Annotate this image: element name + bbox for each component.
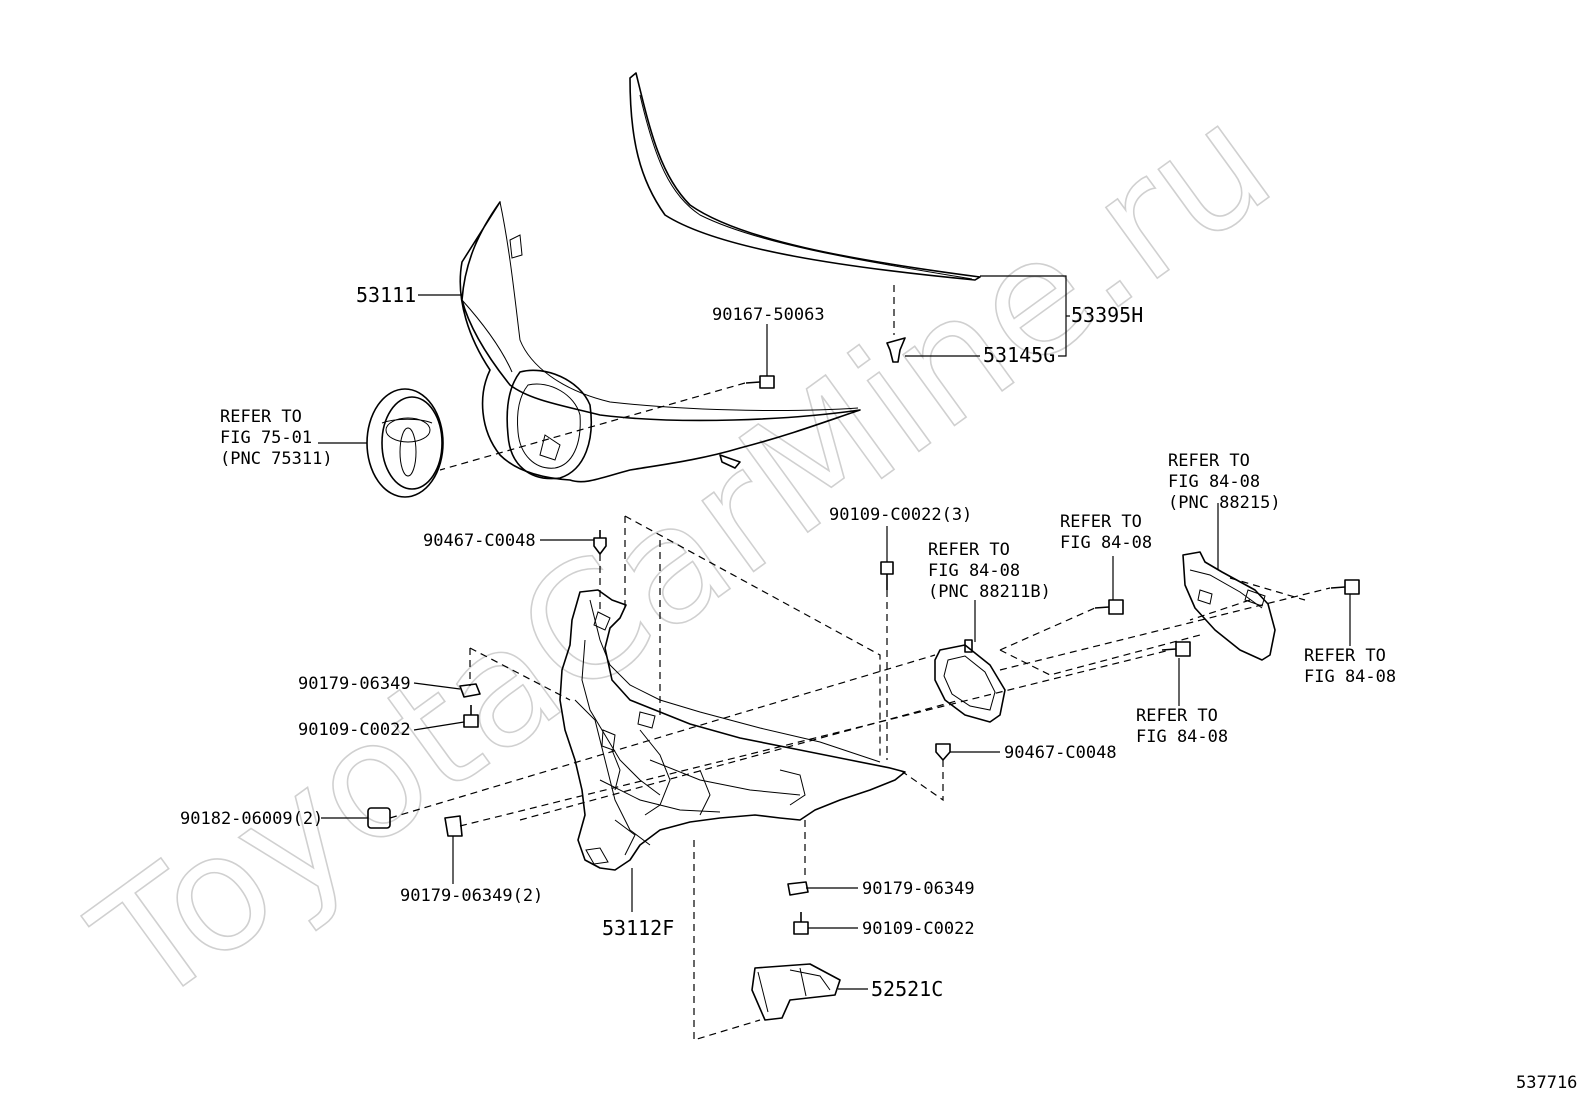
- label-bolt-ref-a-2: FIG 84-08: [1060, 533, 1152, 553]
- hood-garnish: [459, 201, 861, 483]
- label-53395h: 53395H: [1071, 303, 1143, 327]
- label-90109-c0022-3: 90109-C0022(3): [829, 505, 972, 525]
- label-emblem-ref-3: (PNC 75311): [220, 449, 333, 469]
- label-90109-c0022-left: 90109-C0022: [298, 720, 411, 740]
- label-sensor-ref-3: (PNC 88211B): [928, 582, 1051, 602]
- spacer: [751, 963, 841, 1021]
- emblem: [366, 388, 444, 498]
- label-bracket-ref-2: FIG 84-08: [1168, 472, 1260, 492]
- label-90179-06349-left: 90179-06349: [298, 674, 411, 694]
- assembly-lines: [389, 285, 1331, 1041]
- fasteners: [367, 337, 1360, 935]
- label-53112f: 53112F: [602, 916, 674, 940]
- watermark: ToyotaCarMine.ru: [62, 68, 1304, 1041]
- label-bolt-ref-a-1: REFER TO: [1060, 512, 1142, 532]
- label-bolt-ref-c-1: REFER TO: [1304, 646, 1386, 666]
- leader-lines: [318, 275, 1351, 990]
- molding-strip: [629, 72, 981, 281]
- label-bolt-ref-b-2: FIG 84-08: [1136, 727, 1228, 747]
- label-90109-c0022-bottom: 90109-C0022: [862, 919, 975, 939]
- label-bolt-ref-c-2: FIG 84-08: [1304, 667, 1396, 687]
- label-sensor-ref-2: FIG 84-08: [928, 561, 1020, 581]
- label-90182-06009-2: 90182-06009(2): [180, 809, 323, 829]
- label-bracket-ref-1: REFER TO: [1168, 451, 1250, 471]
- label-emblem-ref-1: REFER TO: [220, 407, 302, 427]
- label-90167-50063: 90167-50063: [712, 305, 825, 325]
- label-53145g: 53145G: [983, 343, 1055, 367]
- label-sensor-ref-1: REFER TO: [928, 540, 1010, 560]
- label-emblem-ref-2: FIG 75-01: [220, 428, 312, 448]
- label-90179-06349-2: 90179-06349(2): [400, 886, 543, 906]
- callout-labels: 53111 53395H 53145G 90167-50063 REFER TO…: [180, 283, 1577, 1093]
- bracket: [1182, 551, 1276, 661]
- label-bolt-ref-b-1: REFER TO: [1136, 706, 1218, 726]
- label-90467-c0048-top: 90467-C0048: [423, 531, 536, 551]
- label-bracket-ref-3: (PNC 88215): [1168, 493, 1281, 513]
- label-52521c: 52521C: [871, 977, 943, 1001]
- label-53111: 53111: [356, 283, 416, 307]
- label-90179-06349-bottom: 90179-06349: [862, 879, 975, 899]
- label-90467-c0048-right: 90467-C0048: [1004, 743, 1117, 763]
- sensor: [934, 639, 1006, 723]
- figure-number: 537716: [1516, 1073, 1577, 1093]
- radiator-support: [559, 589, 906, 871]
